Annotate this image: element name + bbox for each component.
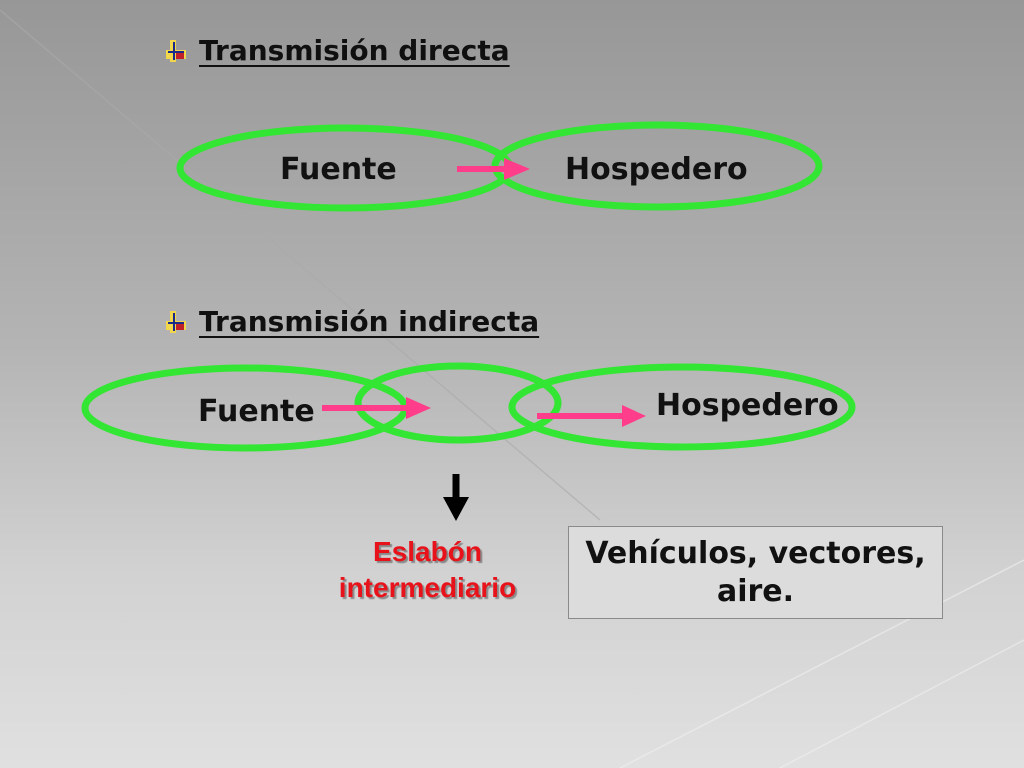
arrow-right-icon <box>457 158 530 180</box>
intermediate-link-label: Eslabón intermediario <box>300 534 555 606</box>
arrow-down-icon <box>443 474 469 521</box>
host-label-indirect: Hospedero <box>656 388 839 423</box>
vehicles-line1: Vehículos, vectores, <box>585 535 926 571</box>
source-label-indirect: Fuente <box>198 394 315 429</box>
vehicles-line2: aire. <box>716 573 795 609</box>
arrow-right-icon <box>322 397 431 419</box>
bullet-icon <box>166 40 186 62</box>
intermediate-link-line2: intermediario <box>338 572 517 603</box>
vehicles-box: Vehículos, vectores, aire. <box>568 526 943 619</box>
heading-direct-transmission: Transmisión directa <box>199 34 510 67</box>
arrow-right-icon <box>537 405 646 427</box>
bullet-icon <box>166 311 186 333</box>
intermediate-ellipse <box>354 362 562 444</box>
heading-indirect-transmission: Transmisión indirecta <box>199 305 540 338</box>
host-ellipse-indirect <box>508 363 856 451</box>
host-label-direct: Hospedero <box>565 152 748 187</box>
source-label-direct: Fuente <box>280 152 397 187</box>
intermediate-link-line1: Eslabón <box>373 536 482 567</box>
